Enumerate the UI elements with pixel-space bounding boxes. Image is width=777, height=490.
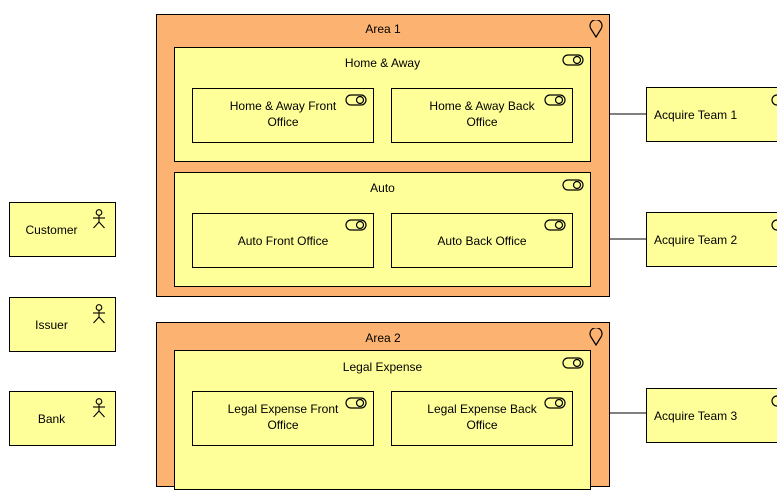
component-auto-title: Auto [370, 181, 395, 195]
application-component-icon [345, 94, 367, 106]
location-pin-icon [589, 328, 603, 346]
office-label: Auto Front Office [237, 234, 329, 248]
application-component-icon [544, 94, 566, 106]
component-home-away-title: Home & Away [344, 56, 421, 70]
actor-bank[interactable]: Bank [9, 391, 116, 446]
office-label: Legal Expense Back Office [427, 402, 537, 432]
team-acquire-2[interactable]: Acquire Team 2 [646, 212, 777, 267]
area-2-title: Area 2 [365, 331, 401, 345]
actor-label: Issuer [35, 318, 68, 332]
actor-issuer[interactable]: Issuer [9, 297, 116, 352]
application-component-icon [562, 357, 584, 369]
office-home-away-back[interactable]: Home & Away Back Office [391, 88, 573, 143]
office-home-away-front[interactable]: Home & Away Front Office [192, 88, 374, 143]
office-label: Auto Back Office [437, 234, 527, 248]
office-auto-front[interactable]: Auto Front Office [192, 213, 374, 268]
team-acquire-1[interactable]: Acquire Team 1 [646, 87, 777, 142]
actor-stick-figure-icon [92, 304, 106, 324]
area-1-location[interactable]: Area 1 Home & Away Home & Away Front Off… [156, 14, 610, 297]
team-label: Acquire Team 1 [654, 108, 738, 122]
office-legal-expense-back[interactable]: Legal Expense Back Office [391, 391, 573, 446]
actor-label: Bank [37, 412, 66, 426]
component-auto[interactable]: Auto Auto Front Office Auto Back Office [174, 172, 591, 287]
office-auto-back[interactable]: Auto Back Office [391, 213, 573, 268]
application-component-icon [345, 219, 367, 231]
actor-label: Customer [25, 223, 78, 237]
application-component-icon [544, 219, 566, 231]
office-label: Home & Away Back Office [429, 99, 535, 129]
team-label: Acquire Team 3 [654, 409, 738, 423]
application-component-icon [771, 219, 777, 231]
component-legal-expense-title: Legal Expense [342, 360, 423, 374]
actor-customer[interactable]: Customer [9, 202, 116, 257]
area-1-title: Area 1 [365, 22, 401, 36]
team-acquire-3[interactable]: Acquire Team 3 [646, 388, 777, 443]
application-component-icon [544, 397, 566, 409]
application-component-icon [562, 179, 584, 191]
team-label: Acquire Team 2 [654, 233, 738, 247]
application-component-icon [345, 397, 367, 409]
area-2-location[interactable]: Area 2 Legal Expense Legal Expense Front… [156, 322, 610, 490]
office-label: Legal Expense Front Office [227, 402, 339, 432]
application-component-icon [562, 54, 584, 66]
application-component-icon [771, 395, 777, 407]
office-label: Home & Away Front Office [229, 99, 337, 129]
office-legal-expense-front[interactable]: Legal Expense Front Office [192, 391, 374, 446]
component-home-away[interactable]: Home & Away Home & Away Front Office Hom… [174, 47, 591, 162]
actor-stick-figure-icon [92, 209, 106, 229]
location-pin-icon [589, 20, 603, 38]
actor-stick-figure-icon [92, 398, 106, 418]
component-legal-expense[interactable]: Legal Expense Legal Expense Front Office… [174, 350, 591, 490]
application-component-icon [771, 94, 777, 106]
